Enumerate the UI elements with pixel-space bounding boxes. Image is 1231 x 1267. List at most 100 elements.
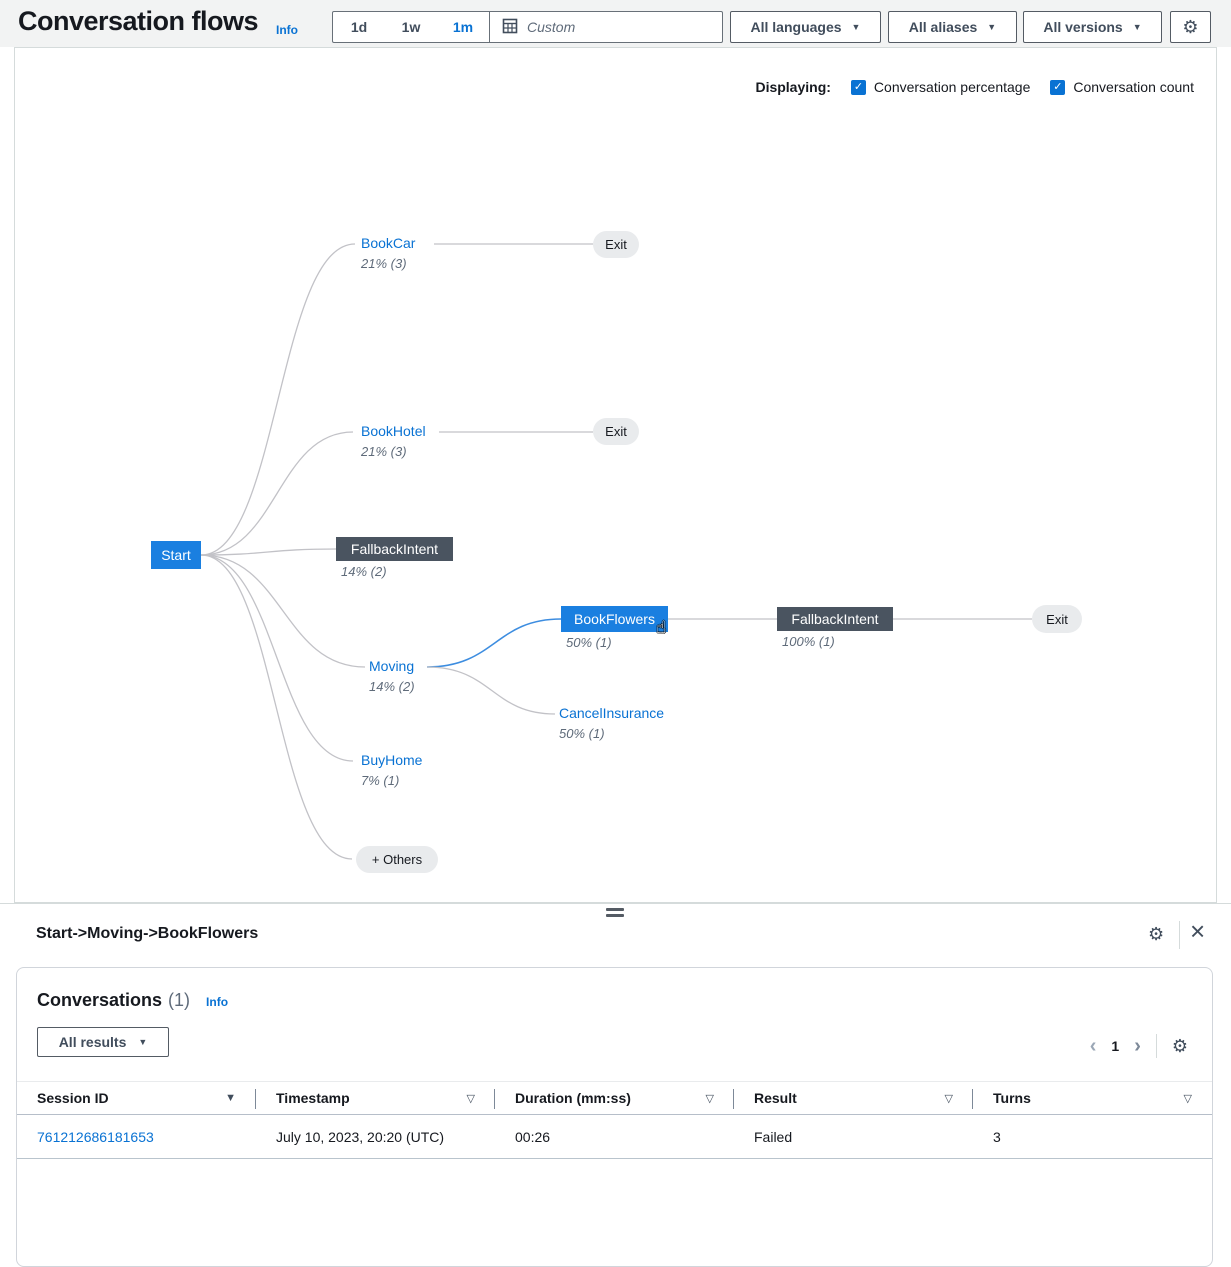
divider (489, 12, 490, 42)
time-range-1d-button[interactable]: 1d (333, 12, 385, 42)
path-detail-title: Start->Moving->BookFlowers (36, 925, 259, 942)
column-header-duration[interactable]: Duration (mm:ss) ▽ (495, 1082, 734, 1114)
flow-node-moving[interactable]: Moving (369, 658, 415, 674)
conversations-card: Conversations (1) Info All results ▼ ‹ 1… (16, 967, 1213, 1267)
displaying-label: Displaying: (755, 79, 831, 95)
session-id-link[interactable]: 761212686181653 (37, 1128, 154, 1145)
checkbox-label: Conversation percentage (873, 79, 1031, 95)
sort-icon[interactable]: ▽ (1183, 1092, 1192, 1105)
flow-node-exit-bookhotel[interactable]: Exit (593, 418, 639, 445)
table-preferences-gear-icon[interactable]: ⚙ (1171, 1036, 1188, 1056)
sort-icon[interactable]: ▽ (944, 1092, 953, 1105)
sort-descending-icon[interactable]: ▼ (225, 1092, 236, 1104)
conversation-flow-panel: Displaying: ✓ Conversation percentage ✓ … (14, 47, 1217, 903)
flow-node-bookhotel-group: BookHotel 21% (3) (361, 423, 426, 459)
flow-edge-moving-cancelinsurance (426, 666, 556, 715)
cell-timestamp: July 10, 2023, 20:20 (UTC) (276, 1128, 445, 1145)
flow-node-exit-bookcar[interactable]: Exit (593, 231, 639, 258)
chevron-down-icon: ▼ (138, 1037, 148, 1047)
flow-edges (200, 243, 1032, 860)
time-range-1m-button[interactable]: 1m (437, 12, 489, 42)
pagination-prev-button[interactable]: ‹ (1090, 1036, 1097, 1056)
flow-settings-button[interactable]: ⚙ (1170, 11, 1211, 43)
flow-node-buyhome[interactable]: BuyHome (361, 752, 423, 768)
table-row: 761212686181653 July 10, 2023, 20:20 (UT… (17, 1115, 1212, 1159)
conversations-info-link[interactable]: Info (206, 995, 229, 1009)
time-range-1w-button[interactable]: 1w (385, 12, 437, 42)
flow-node-cancelinsurance-stat: 50% (1) (559, 726, 605, 741)
flow-node-fallbackintent2-stat: 100% (1) (782, 634, 835, 649)
checkbox-conversation-count[interactable]: ✓ Conversation count (1050, 79, 1194, 95)
flow-node-cancelinsurance-group: CancelInsurance 50% (1) (559, 705, 664, 741)
flow-node-bookhotel-stat: 21% (3) (361, 444, 407, 459)
cell-result: Failed (754, 1128, 793, 1145)
divider (1179, 921, 1180, 949)
pagination-next-button[interactable]: › (1134, 1036, 1141, 1056)
conversations-count: (1) (168, 990, 191, 1010)
checkbox-checked-icon[interactable]: ✓ (850, 79, 866, 95)
sort-icon[interactable]: ▽ (705, 1092, 714, 1105)
sort-icon[interactable]: ▽ (466, 1092, 475, 1105)
table-header-row: Session ID ▼ Timestamp ▽ Duration (mm:ss… (17, 1081, 1212, 1115)
flow-node-buyhome-stat: 7% (1) (361, 773, 400, 788)
displaying-options: Displaying: ✓ Conversation percentage ✓ … (755, 79, 1194, 95)
flow-node-fallbackintent-stat: 14% (2) (341, 564, 387, 579)
flow-node-moving-stat: 14% (2) (369, 679, 415, 694)
dropdown-label: All versions (1043, 19, 1123, 35)
flow-node-others[interactable]: + Others (356, 846, 438, 873)
dropdown-label: All aliases (908, 19, 978, 35)
flow-edge-start-bookhotel (200, 431, 354, 556)
all-languages-dropdown[interactable]: All languages ▼ (730, 11, 881, 43)
flow-edge-start-bookcar (200, 243, 356, 556)
time-range-control: 1d 1w 1m Custom (332, 11, 723, 43)
dropdown-label: All results (58, 1034, 127, 1050)
flow-node-fallbackintent2-group: FallbackIntent 100% (1) (777, 607, 893, 649)
panel-settings-button[interactable]: ⚙ (1148, 925, 1164, 943)
panel-close-button[interactable]: × (1190, 918, 1205, 944)
flow-node-bookflowers[interactable]: BookFlowers (561, 606, 668, 632)
custom-date-range-button[interactable]: Custom (490, 12, 722, 42)
all-versions-dropdown[interactable]: All versions ▼ (1023, 11, 1162, 43)
flow-node-cancelinsurance[interactable]: CancelInsurance (559, 705, 665, 721)
flow-node-bookflowers-stat: 50% (1) (566, 635, 612, 650)
flow-edge-start-buyhome (200, 554, 354, 762)
column-header-turns[interactable]: Turns ▽ (973, 1082, 1212, 1114)
flow-edge-start-fallbackintent (200, 548, 337, 556)
cell-session-id: 761212686181653 (17, 1129, 256, 1145)
flow-node-fallbackintent[interactable]: FallbackIntent (336, 537, 453, 561)
chevron-down-icon: ▼ (1132, 22, 1142, 32)
all-results-dropdown[interactable]: All results ▼ (37, 1027, 169, 1057)
flow-node-bookcar-stat: 21% (3) (361, 256, 407, 271)
flow-node-fallbackintent-group: FallbackIntent 14% (2) (336, 537, 453, 579)
pagination-page-number[interactable]: 1 (1111, 1038, 1120, 1054)
column-header-session-id[interactable]: Session ID ▼ (17, 1082, 256, 1114)
all-aliases-dropdown[interactable]: All aliases ▼ (888, 11, 1017, 43)
flow-node-bookcar-group: BookCar 21% (3) (361, 235, 415, 271)
divider (1155, 1034, 1157, 1058)
checkbox-conversation-percentage[interactable]: ✓ Conversation percentage (850, 79, 1031, 95)
flow-node-start[interactable]: Start (151, 541, 201, 569)
calendar-icon (502, 18, 518, 37)
pagination: ‹ 1 › ⚙ (1090, 1034, 1188, 1058)
flow-node-exit-fallbackintent2[interactable]: Exit (1032, 605, 1082, 633)
close-icon: × (1190, 916, 1206, 946)
cell-duration: 00:26 (515, 1128, 551, 1145)
flow-node-moving-group: Moving 14% (2) (369, 658, 415, 694)
dropdown-label: All languages (750, 19, 842, 35)
flow-node-fallbackintent2[interactable]: FallbackIntent (777, 607, 893, 631)
checkbox-checked-icon[interactable]: ✓ (1050, 79, 1066, 95)
gear-icon: ⚙ (1182, 17, 1199, 37)
column-header-timestamp[interactable]: Timestamp ▽ (256, 1082, 495, 1114)
conversations-title: Conversations (37, 990, 163, 1010)
page-info-link[interactable]: Info (276, 23, 298, 37)
flow-node-bookcar[interactable]: BookCar (361, 235, 416, 251)
mouse-pointer-icon: ☝ (656, 618, 667, 637)
panel-resize-handle[interactable] (606, 908, 624, 917)
column-header-label: Result (754, 1090, 797, 1106)
flow-edge-moving-bookflowers (426, 618, 562, 668)
column-header-label: Session ID (37, 1090, 109, 1106)
flow-node-bookhotel[interactable]: BookHotel (361, 423, 426, 439)
flow-edge-start-moving (200, 554, 366, 668)
column-header-result[interactable]: Result ▽ (734, 1082, 973, 1114)
chevron-down-icon: ▼ (987, 22, 997, 32)
